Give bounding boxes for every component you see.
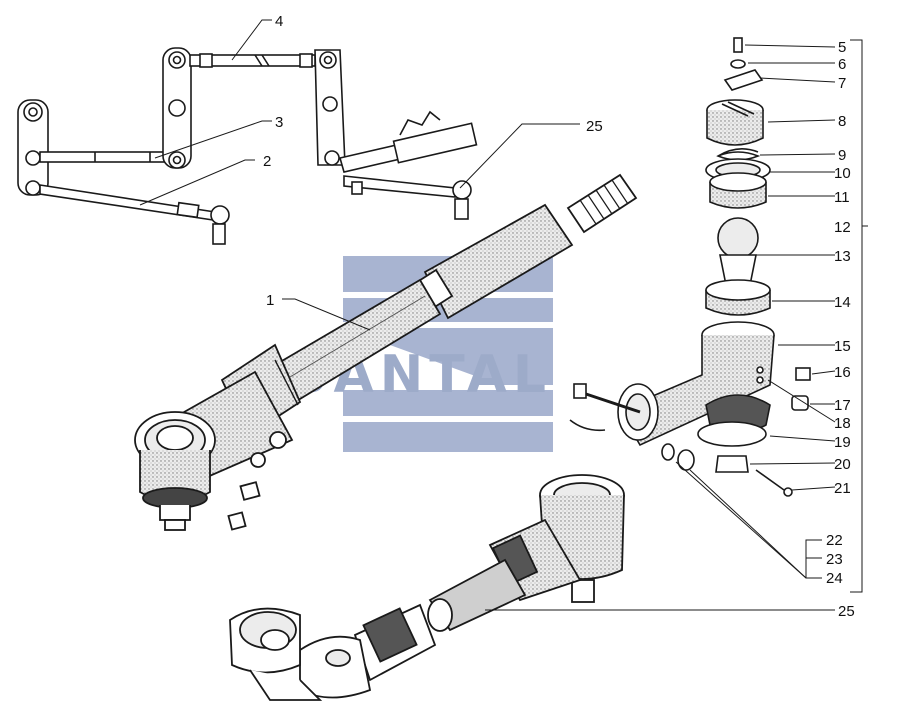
- callout-label: 7: [838, 75, 846, 92]
- callout-label: 19: [834, 434, 851, 451]
- tie-rod-assembly: [134, 173, 638, 531]
- callout-label: 2: [263, 153, 271, 170]
- callout-label: 6: [838, 56, 846, 73]
- steering-linkage-schematic: [17, 47, 478, 245]
- callout-label: 4: [275, 13, 283, 30]
- ball-joint-exploded: [569, 37, 811, 497]
- callout-label: 17: [834, 397, 851, 414]
- callout-label: 18: [834, 415, 851, 432]
- callout-label: 22: [826, 532, 843, 549]
- callout-label: 11: [834, 189, 850, 206]
- callout-label: 1: [266, 292, 274, 309]
- callout-label: 9: [838, 147, 846, 164]
- callout-label: 3: [275, 114, 283, 131]
- callout-label: 10: [834, 165, 851, 182]
- callout-label: 21: [834, 480, 851, 497]
- callout-label: 23: [826, 551, 843, 568]
- callout-label: 12: [834, 219, 851, 236]
- tie-rod-end-lower: [229, 474, 625, 701]
- callout-label: 8: [838, 113, 846, 130]
- leader-lines: [139, 19, 868, 611]
- callout-label: 13: [834, 248, 851, 265]
- callout-label: 16: [834, 364, 851, 381]
- callout-label: 25: [838, 603, 855, 620]
- callout-label: 20: [834, 456, 851, 473]
- callout-label: 15: [834, 338, 851, 355]
- callout-label: 25: [586, 118, 603, 135]
- callout-label: 5: [838, 39, 846, 56]
- callout-label: 24: [826, 570, 843, 587]
- callout-numbers: 4 3 2 25 1 5 6 7 8 9 10 11 12 13 14 15 1…: [263, 13, 855, 620]
- callout-label: 14: [834, 294, 851, 311]
